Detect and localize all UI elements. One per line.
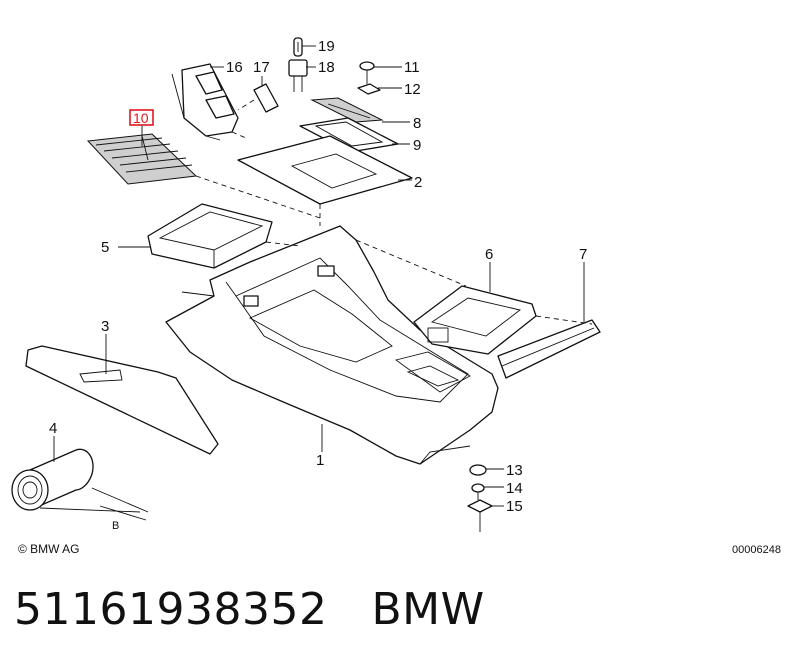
part-16-bracket[interactable] (171, 63, 239, 141)
part-15-nut[interactable] (467, 499, 493, 532)
callout-6: 6 (485, 246, 493, 263)
callout-15: 15 (506, 498, 523, 515)
callout-labels: 1 2 3 4 5 6 7 8 9 10 11 12 13 14 15 16 1… (49, 38, 587, 515)
parts-diagram: B (11, 37, 781, 556)
part-19-bulb[interactable] (293, 37, 303, 57)
callout-10: 10 (133, 110, 149, 126)
callout-18: 18 (318, 59, 335, 76)
leader-lines (53, 45, 585, 507)
part-13-cap[interactable] (469, 464, 487, 476)
brand-name: BMW (371, 584, 485, 635)
part-11-screw[interactable] (359, 61, 375, 84)
part-3-trim-panel[interactable] (25, 345, 219, 455)
dimension-mark-label: B (112, 520, 119, 532)
part-4-tape-roll[interactable] (11, 448, 149, 513)
assembly-lines (195, 131, 593, 325)
callout-13: 13 (506, 462, 523, 479)
callout-11: 11 (404, 59, 420, 76)
part-number: 51161938352 (14, 584, 328, 635)
part-14-screw[interactable] (471, 483, 485, 500)
callout-3: 3 (101, 318, 109, 335)
part-2-cover[interactable] (237, 135, 413, 205)
callout-5: 5 (101, 239, 109, 256)
callout-7: 7 (579, 246, 587, 263)
callout-4: 4 (49, 420, 57, 437)
part-5-tray[interactable] (147, 203, 273, 269)
part-caption: 51161938352 BMW (14, 584, 529, 635)
callout-16: 16 (226, 59, 243, 76)
part-8-plate[interactable] (310, 97, 384, 123)
part-18-socket[interactable] (288, 59, 308, 92)
copyright-label: © BMW AG (18, 542, 80, 556)
callout-12: 12 (404, 81, 421, 98)
callout-14: 14 (506, 480, 523, 497)
highlight-box (129, 109, 154, 126)
drawing-number: 00006248 (732, 544, 781, 556)
callout-2: 2 (414, 174, 422, 191)
part-17-cap[interactable] (237, 83, 279, 113)
part-6-ashtray-housing[interactable] (413, 285, 537, 355)
part-10-strip[interactable] (86, 133, 198, 185)
part-1-console[interactable] (165, 225, 499, 465)
callout-9: 9 (413, 137, 421, 154)
callout-17: 17 (253, 59, 270, 76)
dimension-marker: B (99, 505, 147, 532)
part-12-clip-nut[interactable] (357, 83, 381, 95)
callout-19: 19 (318, 38, 335, 55)
callout-8: 8 (413, 115, 421, 132)
callout-1: 1 (316, 452, 324, 469)
part-7-cover-strip[interactable] (497, 319, 601, 379)
